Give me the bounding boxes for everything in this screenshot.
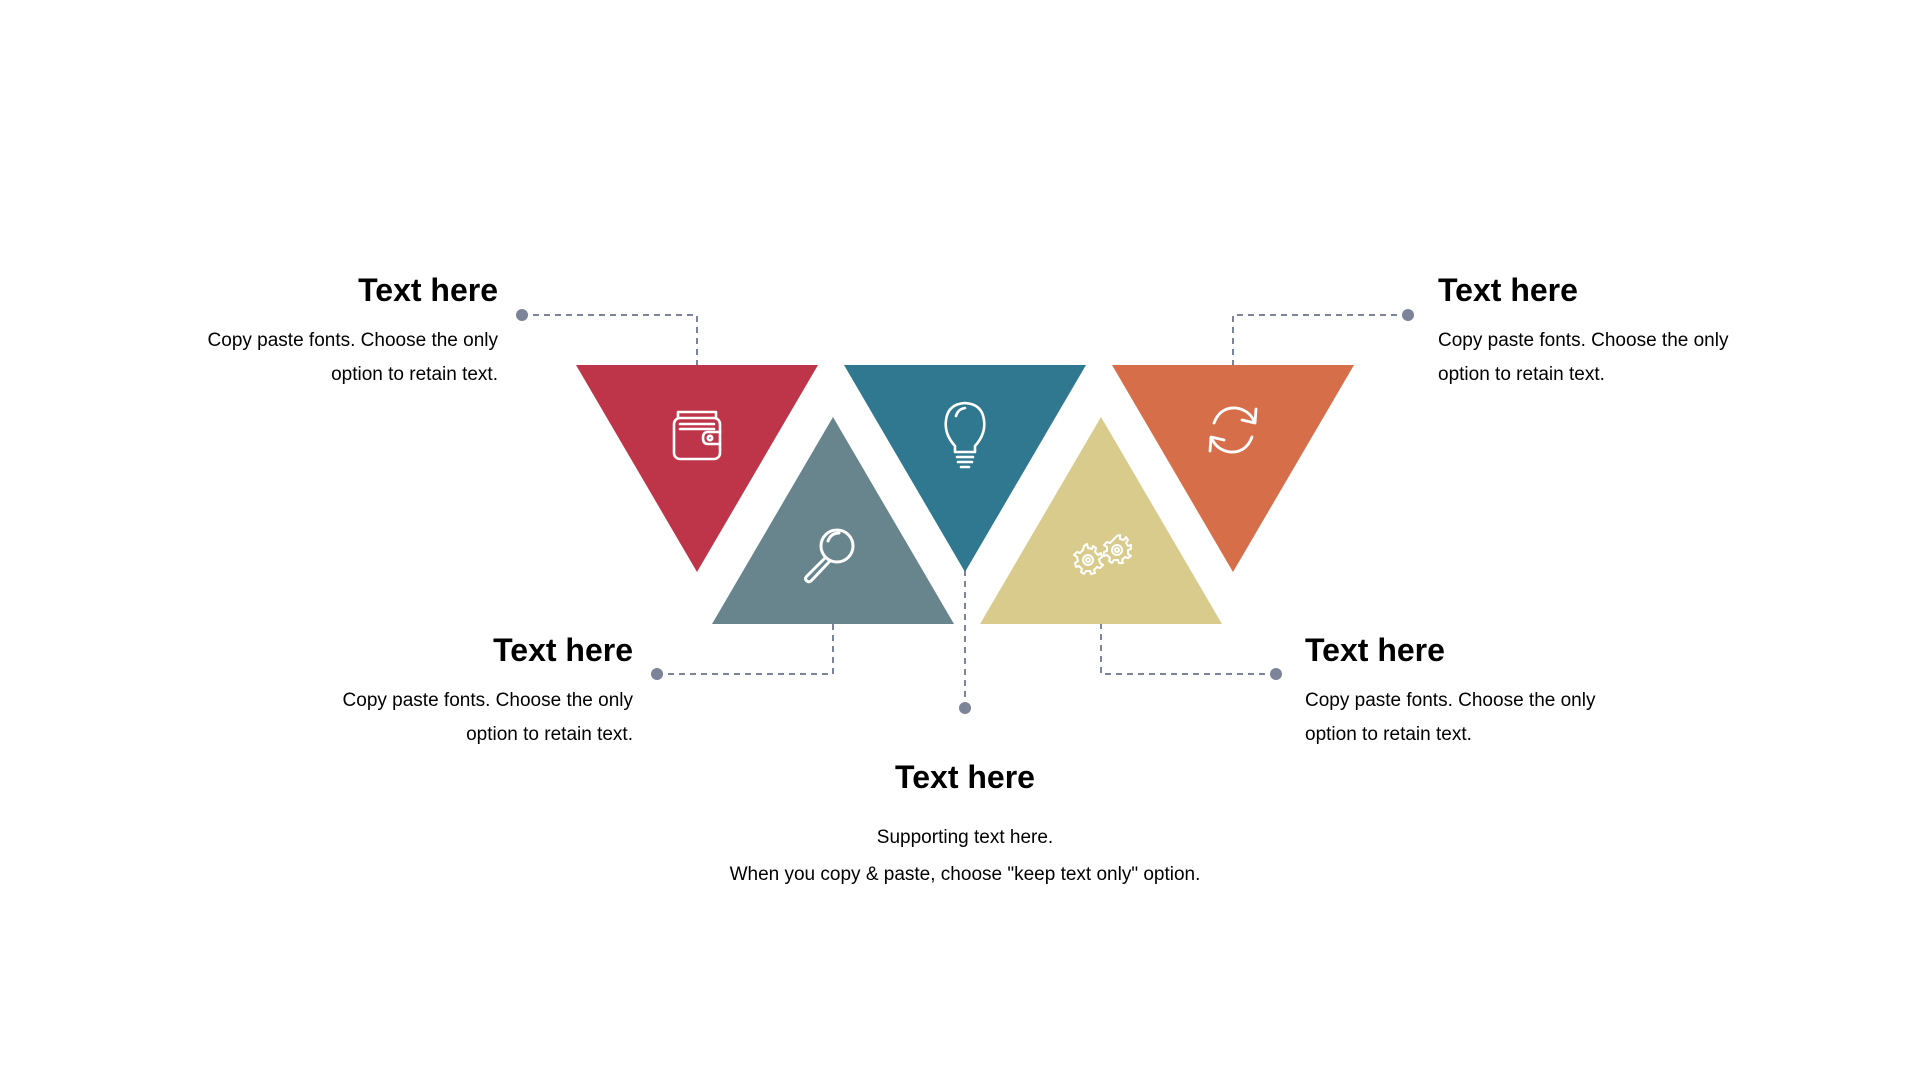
triangle-orange bbox=[1112, 365, 1354, 572]
callout-body-line: Supporting text here. bbox=[876, 827, 1054, 848]
callout-body-line: When you copy & paste, choose "keep text… bbox=[729, 864, 1201, 885]
callout-body: Supporting text here. When you copy & pa… bbox=[560, 819, 1370, 893]
connector-top-left bbox=[522, 314, 698, 365]
callout-body-line: option to retain text. bbox=[1438, 364, 1605, 385]
wallet-icon bbox=[672, 410, 722, 461]
triangle-teal bbox=[844, 365, 1086, 572]
triangle-khaki bbox=[980, 417, 1222, 624]
refresh-icon bbox=[1208, 406, 1258, 454]
callout-body-line: option to retain text. bbox=[331, 364, 498, 385]
callout-title: Text here bbox=[1438, 272, 1578, 308]
callout-top-right: Text here Copy paste fonts. Choose the o… bbox=[1438, 270, 1838, 392]
callout-body: Copy paste fonts. Choose the only option… bbox=[290, 684, 633, 752]
triangle-red bbox=[576, 365, 818, 572]
gears-icon bbox=[1073, 534, 1132, 575]
connector-dots bbox=[516, 309, 1414, 714]
connector-dot-top-left bbox=[516, 309, 528, 321]
connectors bbox=[522, 314, 1408, 708]
connector-mid-left bbox=[657, 624, 834, 675]
connector-dot-top-right bbox=[1402, 309, 1414, 321]
callout-mid-left: Text here Copy paste fonts. Choose the o… bbox=[290, 630, 633, 752]
callout-body-line: Copy paste fonts. Choose the only bbox=[1438, 330, 1729, 351]
connector-dot-bottom bbox=[959, 702, 971, 714]
callout-bottom: Text here Supporting text here. When you… bbox=[560, 757, 1370, 893]
callout-body-line: Copy paste fonts. Choose the only bbox=[1305, 690, 1596, 711]
callout-body: Copy paste fonts. Choose the only option… bbox=[1438, 324, 1838, 392]
connector-dot-mid-left bbox=[651, 668, 663, 680]
callout-top-left: Text here Copy paste fonts. Choose the o… bbox=[150, 270, 498, 392]
callout-body-line: Copy paste fonts. Choose the only bbox=[207, 330, 498, 351]
callout-title: Text here bbox=[1305, 632, 1445, 668]
callout-body: Copy paste fonts. Choose the only option… bbox=[150, 324, 498, 392]
callout-body-line: Copy paste fonts. Choose the only bbox=[342, 690, 633, 711]
magnifier-icon bbox=[804, 528, 855, 584]
callout-body-line: option to retain text. bbox=[1305, 724, 1472, 745]
callout-title: Text here bbox=[358, 272, 498, 308]
callout-mid-right: Text here Copy paste fonts. Choose the o… bbox=[1305, 630, 1705, 752]
connector-mid-right bbox=[1100, 624, 1276, 675]
callout-body: Copy paste fonts. Choose the only option… bbox=[1305, 684, 1705, 752]
lightbulb-icon bbox=[944, 401, 986, 469]
callout-body-line: option to retain text. bbox=[466, 724, 633, 745]
callout-title: Text here bbox=[895, 759, 1035, 795]
callout-title: Text here bbox=[493, 632, 633, 668]
connector-dot-mid-right bbox=[1270, 668, 1282, 680]
triangle-slate bbox=[712, 417, 954, 624]
connector-top-right bbox=[1232, 314, 1408, 365]
